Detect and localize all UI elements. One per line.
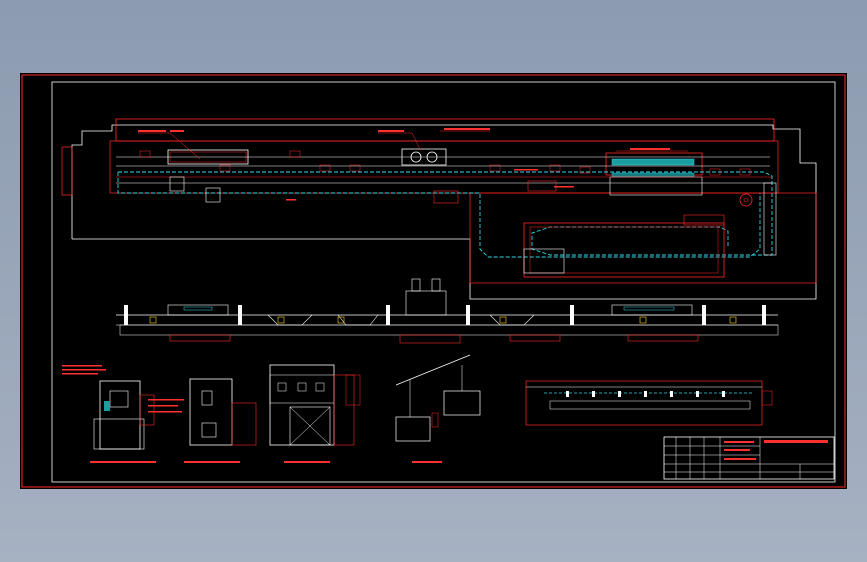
unit-e <box>683 214 725 226</box>
elevation-pit <box>169 334 231 342</box>
detail4-caption-mark <box>412 461 442 463</box>
elevation-pit-3 <box>627 334 699 342</box>
inner-border <box>51 81 836 483</box>
elevation-markers <box>149 316 737 324</box>
detail3-frame <box>269 364 335 446</box>
building-outline <box>71 124 817 300</box>
cad-drawing-sheet[interactable] <box>20 73 847 489</box>
plan-markers <box>139 150 751 176</box>
detail4-side <box>431 412 439 428</box>
elevation-stacks <box>411 278 441 292</box>
detail4-box-1 <box>395 416 431 442</box>
detail1-base <box>93 418 145 450</box>
unit-c <box>433 190 459 204</box>
detail2-side <box>231 402 257 446</box>
title-block <box>663 436 835 480</box>
detail3-caption-mark <box>284 461 330 463</box>
plan-leader-lines <box>138 130 688 160</box>
cad-drawing[interactable] <box>20 73 847 489</box>
detail1-accent <box>104 401 110 411</box>
detail-views <box>62 354 773 463</box>
elevation-booths <box>167 290 693 316</box>
detail3-side-2 <box>345 374 361 406</box>
detail2-body <box>189 378 233 446</box>
detail2-inner <box>201 390 213 406</box>
loop-enclosure <box>523 222 725 278</box>
detail5-box <box>761 390 773 406</box>
detail1-caption-mark <box>90 461 156 463</box>
return-area <box>469 192 817 284</box>
detail2-inner-2 <box>201 422 217 438</box>
dryer-box <box>609 176 703 196</box>
elevation-view <box>116 278 779 344</box>
unit-b <box>205 187 221 203</box>
conveyor-path <box>118 171 773 256</box>
conveyor-vertical <box>763 182 777 256</box>
unit-a <box>169 176 185 192</box>
plan-view <box>61 118 817 300</box>
elevation-pit-2 <box>509 334 561 342</box>
wall-outline <box>61 146 73 196</box>
detail3-side <box>333 374 355 446</box>
elevation-pit-4 <box>399 334 461 344</box>
detail5-track <box>549 400 751 410</box>
detail2-caption-mark <box>184 461 240 463</box>
detail4-box-2 <box>443 390 481 416</box>
title-block-frame <box>663 436 835 480</box>
title-block-marks <box>724 440 828 460</box>
oven-core-lower <box>611 172 695 178</box>
elevation-floor <box>119 324 779 336</box>
unit-d <box>527 180 557 192</box>
burner-core <box>743 197 749 203</box>
detail5-hooks <box>566 391 725 397</box>
detail1-notes <box>62 365 184 413</box>
detail3-upper <box>269 374 335 404</box>
elevation-hoppers <box>267 314 535 326</box>
main-booth-frame <box>109 140 779 194</box>
conveyor-return <box>117 172 761 258</box>
elevation-booth-cyan <box>183 306 213 311</box>
loop-small-box <box>523 248 565 274</box>
plan-text-ticks <box>138 128 670 201</box>
detail5-frame <box>525 380 763 426</box>
detail4-rail <box>395 354 471 386</box>
elevation-booth-cyan-2 <box>623 306 675 311</box>
elevation-posts <box>124 305 766 325</box>
outer-border <box>21 74 846 488</box>
detail1-side <box>139 394 155 426</box>
burner <box>739 193 753 207</box>
oven-core <box>611 158 695 166</box>
detail3-lower <box>289 406 331 446</box>
detail1-window <box>109 390 129 408</box>
loop-inner <box>529 226 719 274</box>
